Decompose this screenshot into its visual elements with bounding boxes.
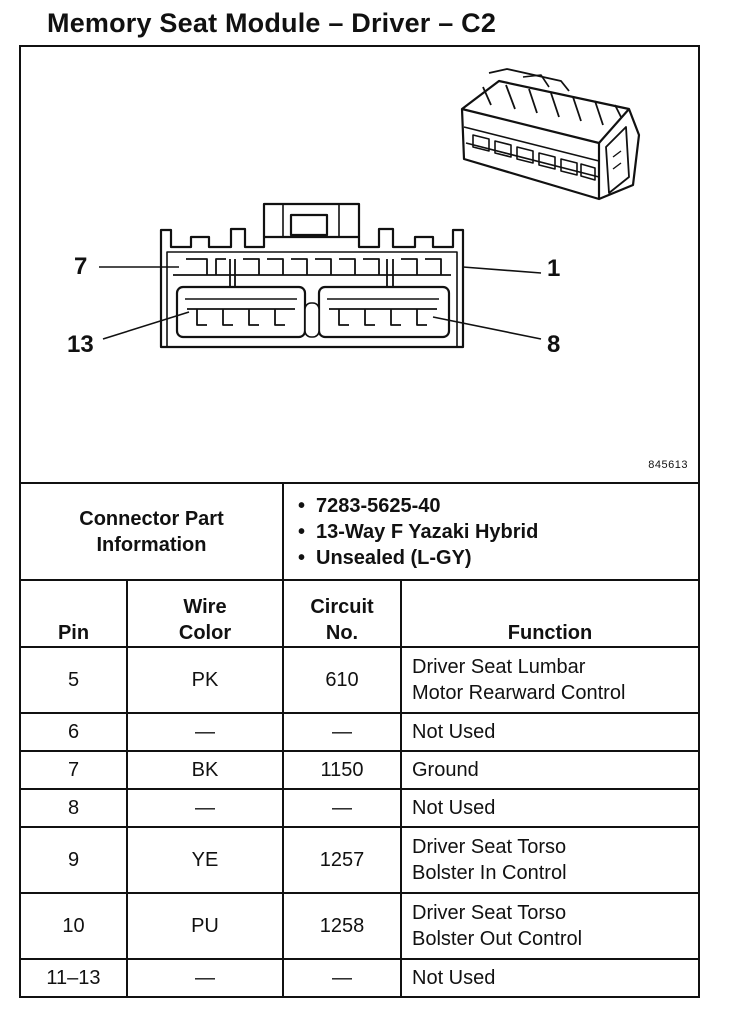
- function-line2: Motor Rearward Control: [412, 682, 626, 704]
- connector-part-number: 7283-5625-40: [290, 493, 692, 519]
- connector-info-label-line2: Information: [96, 533, 207, 556]
- cell-wire-color: YE: [126, 826, 284, 894]
- function-line1: Driver Seat Torso: [412, 902, 567, 924]
- connector-sheet: 7 1 13 8 845613 Connector Part Informati…: [19, 45, 700, 998]
- function-line1: Driver Seat Lumbar: [412, 656, 586, 678]
- leader-line-pin13: [102, 311, 190, 340]
- cell-circuit: 1257: [282, 826, 402, 894]
- cell-circuit: 1258: [282, 892, 402, 960]
- cell-pin: 8: [21, 788, 128, 828]
- cell-wire-color: PU: [126, 892, 284, 960]
- function-line1: Not Used: [412, 797, 496, 819]
- pin-label-1: 1: [547, 255, 561, 282]
- cell-function: Not Used: [399, 788, 699, 828]
- cell-wire-color: —: [126, 958, 284, 998]
- cell-circuit: —: [282, 788, 402, 828]
- pin-label-8: 8: [547, 331, 561, 358]
- cell-function: Ground: [399, 750, 699, 790]
- pinout-table: Connector Part Information 7283-5625-40 …: [21, 482, 699, 998]
- connector-info-label: Connector Part Information: [21, 482, 284, 581]
- cell-pin: 5: [21, 646, 128, 714]
- cell-circuit: 610: [282, 646, 402, 714]
- connector-face-drawing: [99, 68, 641, 349]
- function-line1: Not Used: [412, 721, 496, 743]
- header-function: Function: [399, 579, 699, 648]
- cell-wire-color: —: [126, 712, 284, 752]
- figure-id: 845613: [648, 459, 688, 471]
- function-line1: Driver Seat Torso: [412, 836, 567, 858]
- table-row: 8——Not Used: [21, 788, 699, 828]
- cell-wire-color: BK: [126, 750, 284, 790]
- function-line2: Bolster Out Control: [412, 928, 583, 950]
- cell-circuit: —: [282, 712, 402, 752]
- connector-info-row: Connector Part Information 7283-5625-40 …: [21, 482, 699, 581]
- cell-circuit: 1150: [282, 750, 402, 790]
- cell-circuit: —: [282, 958, 402, 998]
- function-line2: Bolster In Control: [412, 862, 567, 884]
- cell-pin: 6: [21, 712, 128, 752]
- connector-figure: 7 1 13 8 845613: [21, 47, 698, 482]
- cell-function: Not Used: [399, 958, 699, 998]
- leader-line-pin8: [432, 316, 542, 340]
- cell-wire-color: PK: [126, 646, 284, 714]
- cell-wire-color: —: [126, 788, 284, 828]
- connector-info-details: 7283-5625-40 13-Way F Yazaki Hybrid Unse…: [281, 482, 699, 581]
- connector-face-icon: [159, 202, 465, 349]
- page-title: Memory Seat Module – Driver – C2: [47, 8, 497, 38]
- cell-pin: 9: [21, 826, 128, 894]
- connector-type-cont: Unsealed (L-GY): [290, 545, 692, 571]
- pin-label-7: 7: [74, 253, 88, 280]
- table-row: 11–13——Not Used: [21, 958, 699, 998]
- cell-pin: 10: [21, 892, 128, 960]
- connector-isometric-icon: [460, 68, 641, 201]
- connector-info-label-line1: Connector Part: [79, 507, 224, 530]
- pin-label-13: 13: [67, 331, 94, 358]
- cell-pin: 11–13: [21, 958, 128, 998]
- cell-pin: 7: [21, 750, 128, 790]
- function-line1: Not Used: [412, 967, 496, 989]
- connector-type: 13-Way F Yazaki Hybrid: [290, 519, 692, 545]
- leader-line-pin1: [462, 266, 542, 274]
- function-line1: Ground: [412, 759, 479, 781]
- connector-info-list: 7283-5625-40 13-Way F Yazaki Hybrid Unse…: [290, 493, 692, 571]
- cell-function: Not Used: [399, 712, 699, 752]
- table-row: 6——Not Used: [21, 712, 699, 752]
- header-pin: Pin: [21, 579, 128, 648]
